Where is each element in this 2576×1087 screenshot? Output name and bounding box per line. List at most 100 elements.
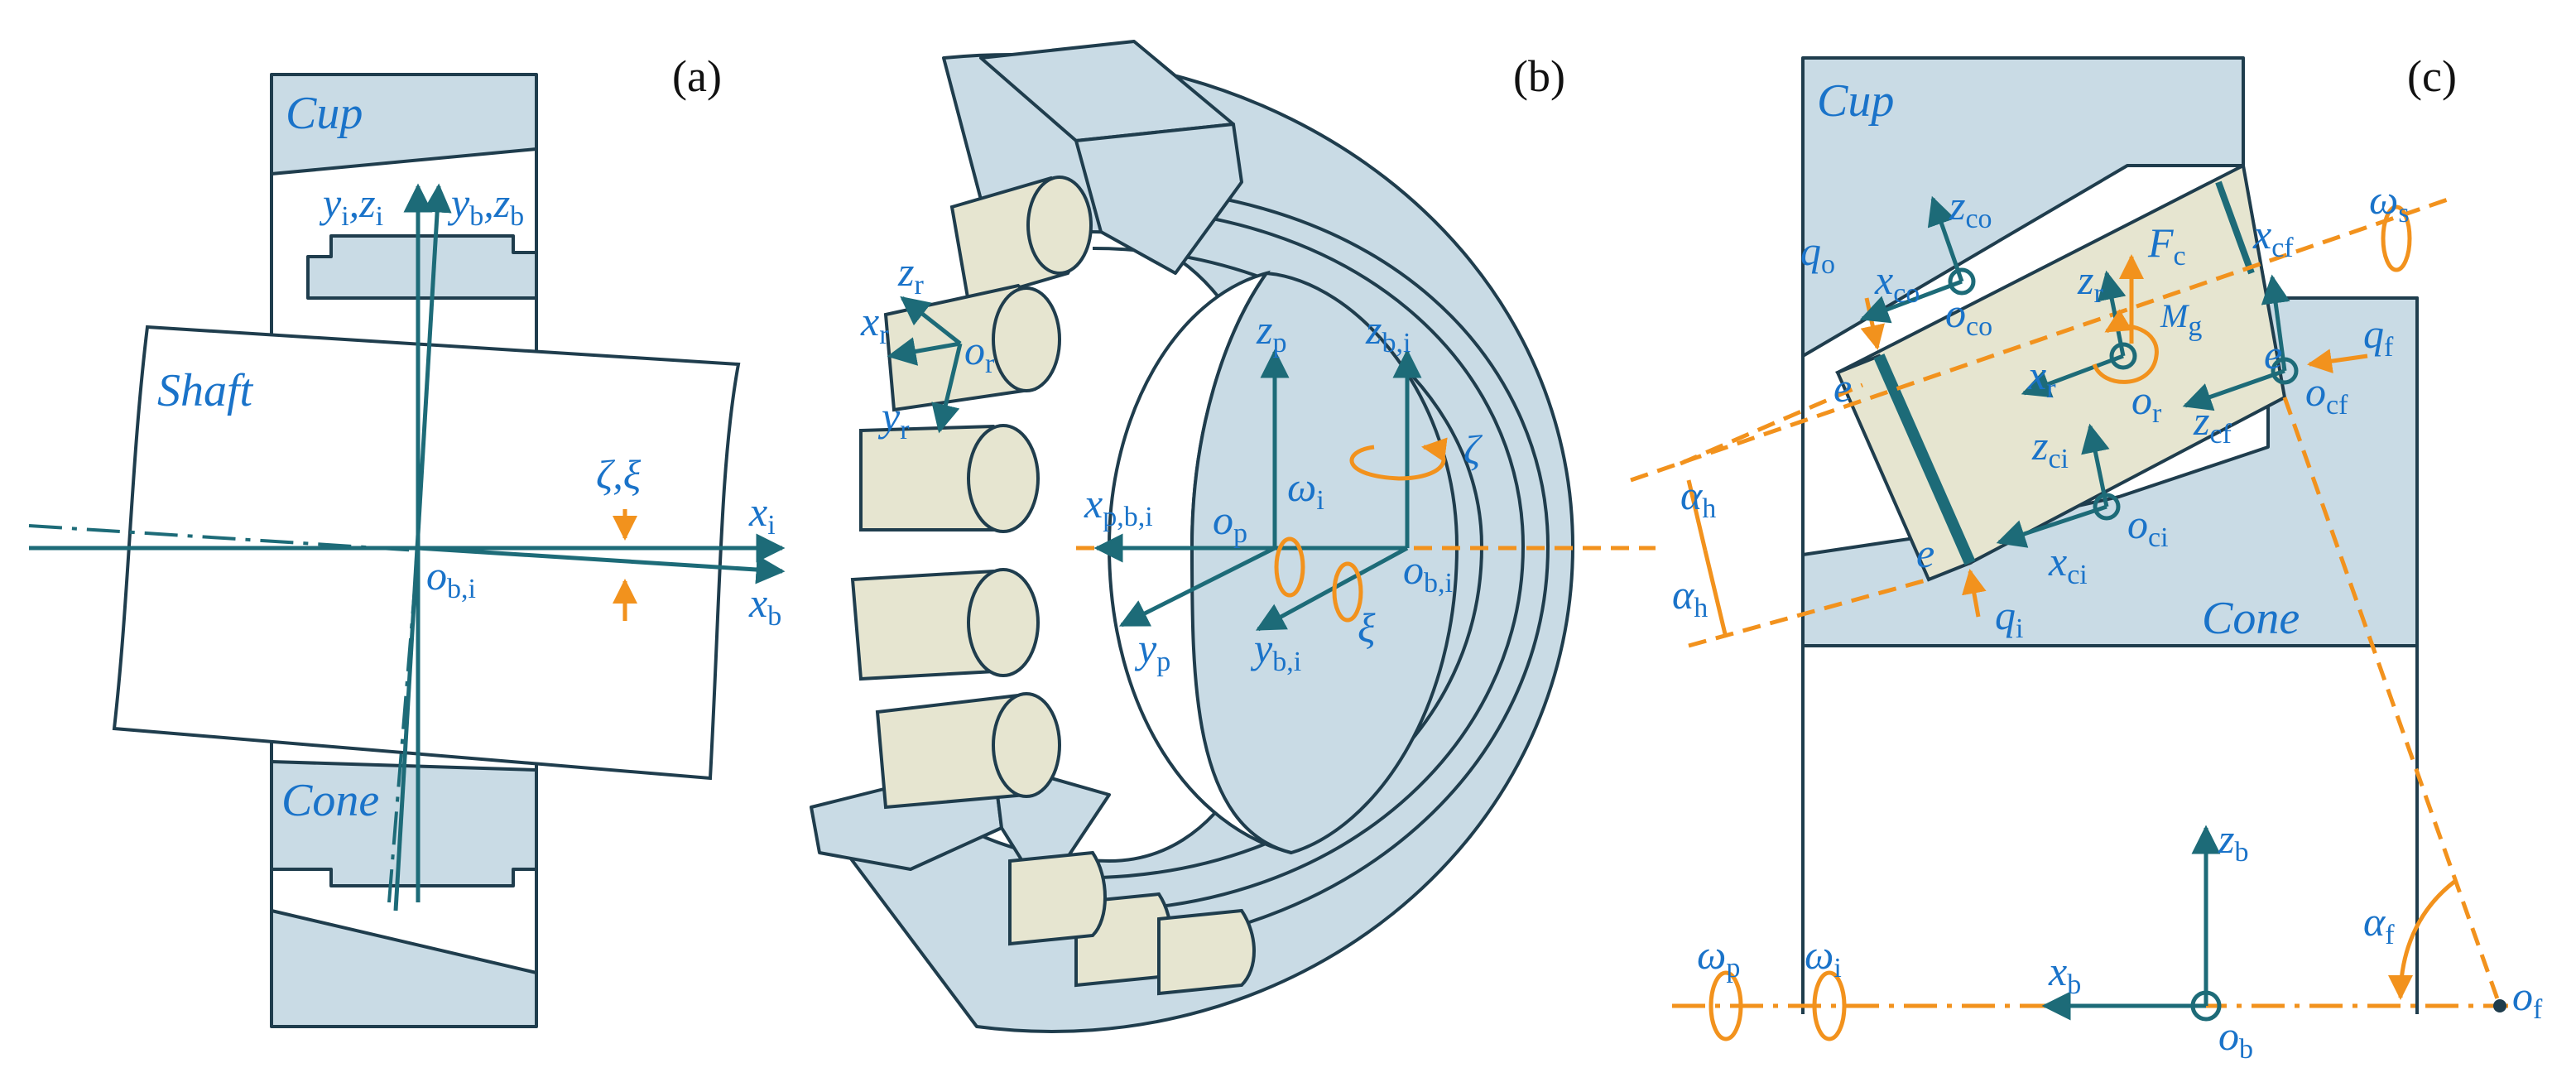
outer-ring-groove-2 [1075,185,1550,954]
top-cut-block-side [1074,123,1243,275]
oci-marker [2093,493,2121,521]
alpha-line-2 [1688,577,1930,648]
zcf-label: zcf [2193,397,2232,450]
cone-label-a: Cone [281,775,379,826]
omega-s-label: ωs [2369,176,2410,228]
alpha-h-label-2: αh [1672,571,1708,623]
omega-s-rotation [2381,204,2412,272]
cone-lower-a [270,760,538,887]
Mg-rotation [2092,309,2159,384]
zbi-label: zb,i [1365,306,1411,358]
cup-label-c: Cup [1817,75,1894,127]
xco-axis [1859,279,1963,324]
roller-axis-c [1630,196,2451,483]
zb-label-c: zb [2218,815,2248,868]
flange-contact-band [2215,180,2255,275]
yr-label-b: yr [877,393,910,445]
zr-label-c: zr [2077,257,2103,309]
omega-p-label: ωp [1697,931,1740,984]
zr-axis-b [900,296,962,345]
roller-8 [1008,850,1107,946]
qf-label: qf [2363,310,2394,363]
roller-4-face [967,568,1040,677]
xb-label-c: xb [2048,948,2081,1000]
zeta-rotation [1349,437,1448,481]
zco-axis [1927,195,1964,282]
xcf-label: xcf [2252,211,2294,263]
xci-axis [1996,504,2107,548]
omega-i-label-b: ωi [1287,464,1324,516]
oci-label: oci [2127,501,2169,553]
zeta-label-b: ζ [1463,426,1483,473]
rollers [850,176,1256,996]
Mg-label: Mg [2160,297,2202,342]
zp-label: zp [1256,306,1286,358]
cup-label-a: Cup [286,88,363,139]
alpha-f-label: αf [2363,898,2395,950]
roller-2-face [992,286,1061,392]
obi-label-a: ob,i [426,552,476,604]
alpha-h-label-1: αh [1680,472,1716,524]
panel-c-tag: (c) [2407,51,2457,101]
of-label: of [2512,973,2543,1025]
omega-p-rotation [1709,970,1743,1041]
zci-axis [2081,423,2110,507]
panel-a-tag: (a) [672,51,722,101]
xcf-axis [2261,274,2290,372]
ybi-label: yb,i [1250,625,1301,677]
xi-label-b: ξ [1358,604,1376,651]
alpha-h-dim-1 [1686,479,1708,551]
yb-zb-label: yb,zb [447,180,524,232]
or-label-c: or [2131,377,2162,429]
panel-c: (c) [1630,51,2543,1065]
cup-lower-ring-a [270,909,538,1028]
panel-b-tag: (b) [1513,51,1565,101]
outer-ring-groove-1 [1092,205,1526,912]
zeta-xi-label: ζ,ξ [596,451,642,498]
e-label-3: e [1916,530,1934,576]
yr-axis-b [931,343,963,434]
ocf-label: ocf [2305,368,2348,421]
or-label-b: or [964,327,995,379]
panel-a: (a) Shaft Cup Cone yi,zi yb,zb ζ,ξ xi xb… [28,51,786,1028]
yi-zi-label: yi,zi [319,180,383,232]
cone-centerline-a [387,547,420,903]
inner-ring-face [1190,272,1459,854]
xi-rotation [1332,561,1363,623]
xb-label-a: xb [748,580,781,632]
oco-marker [1948,267,1976,296]
yp-label: yp [1134,625,1170,677]
xci-label: xci [2048,538,2088,590]
e-label-1: e [1833,364,1852,411]
xr-axis-c [2021,354,2124,398]
roller-7 [1157,908,1256,996]
zco-label: zco [1949,182,1992,234]
oco-label: oco [1945,290,1992,342]
e-label-2: e [2264,331,2282,378]
xpbi-label: xp,b,i [1084,480,1153,532]
omega-i-rotation-b [1274,536,1305,598]
xr-axis-b [887,337,961,366]
ob-label: ob [2218,1012,2253,1065]
or-marker-c [2109,342,2137,370]
roller-3-face [967,424,1040,533]
yp-axis [1118,546,1276,628]
frame-c [1801,58,2419,1014]
op-label: op [1213,497,1247,549]
zcf-axis [2182,368,2285,411]
xr-label-b: xr [860,298,889,350]
of-point [2493,999,2506,1012]
obi-label-b: ob,i [1403,546,1453,599]
qi-label: qi [1995,592,2023,644]
roller-contact-band [1873,354,1976,565]
omega-i-label-c: ωi [1805,931,1842,984]
xr-label-c: xr [2027,352,2056,404]
xi-label-a: xi [748,488,776,541]
qo-label: qo [1800,228,1835,280]
zci-label: zci [2031,422,2069,474]
roller-1-face [1026,176,1093,275]
alpha-line-1 [1680,382,1863,466]
cone-label-c: Cone [2202,593,2300,644]
roller-5-face [992,692,1061,798]
